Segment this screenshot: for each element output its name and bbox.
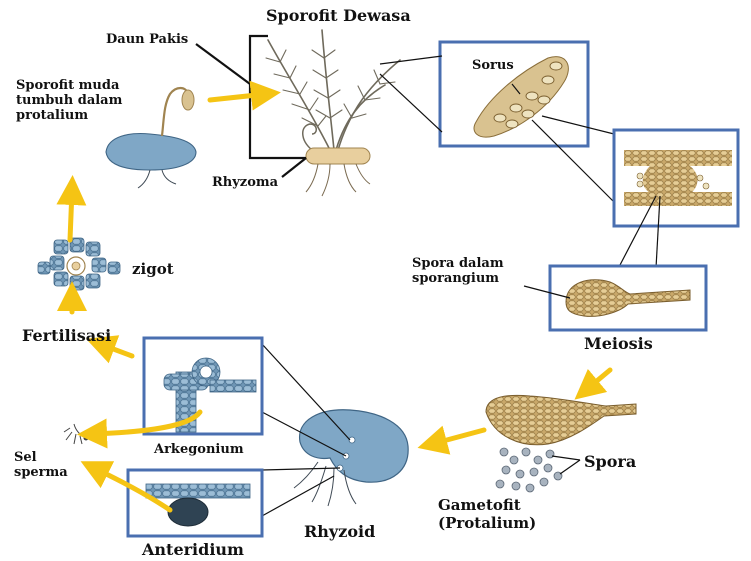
antheridium-frame bbox=[128, 470, 262, 536]
frond-rhizome-bracket bbox=[196, 36, 306, 177]
label-sporofit-dewasa: Sporofit Dewasa bbox=[266, 6, 411, 25]
prothallium-illustration bbox=[294, 410, 408, 506]
zygote-illustration bbox=[38, 238, 120, 290]
label-gametofit: Gametofit (Protalium) bbox=[438, 496, 536, 532]
label-sporofit-muda: Sporofit muda tumbuh dalam protalium bbox=[16, 78, 122, 123]
mature-sporophyte-illustration bbox=[266, 30, 400, 196]
sperm-cell-illustration bbox=[64, 424, 88, 444]
label-spora-dalam-sporangium: Spora dalam sporangium bbox=[412, 256, 504, 286]
releasing-sporangium-illustration bbox=[486, 395, 636, 492]
label-rhyzoma: Rhyzoma bbox=[212, 175, 278, 190]
label-sorus: Sorus bbox=[472, 58, 514, 73]
label-zigot: zigot bbox=[132, 260, 174, 278]
label-rhyzoid: Rhyzoid bbox=[304, 522, 375, 541]
label-fertilisasi: Fertilisasi bbox=[22, 326, 111, 345]
label-sel-sperma: Sel sperma bbox=[14, 450, 68, 480]
sporangium-frame bbox=[550, 266, 706, 330]
label-anteridium: Anteridium bbox=[142, 540, 244, 559]
sporangia-section-frame bbox=[614, 130, 738, 226]
label-daun-pakis: Daun Pakis bbox=[106, 32, 188, 47]
label-meiosis: Meiosis bbox=[584, 334, 653, 353]
archegonium-frame bbox=[144, 338, 262, 434]
sorus-frame bbox=[440, 42, 588, 146]
label-arkegonium: Arkegonium bbox=[154, 442, 244, 457]
spora-pointer-lines bbox=[552, 456, 580, 474]
label-spora: Spora bbox=[584, 452, 636, 471]
